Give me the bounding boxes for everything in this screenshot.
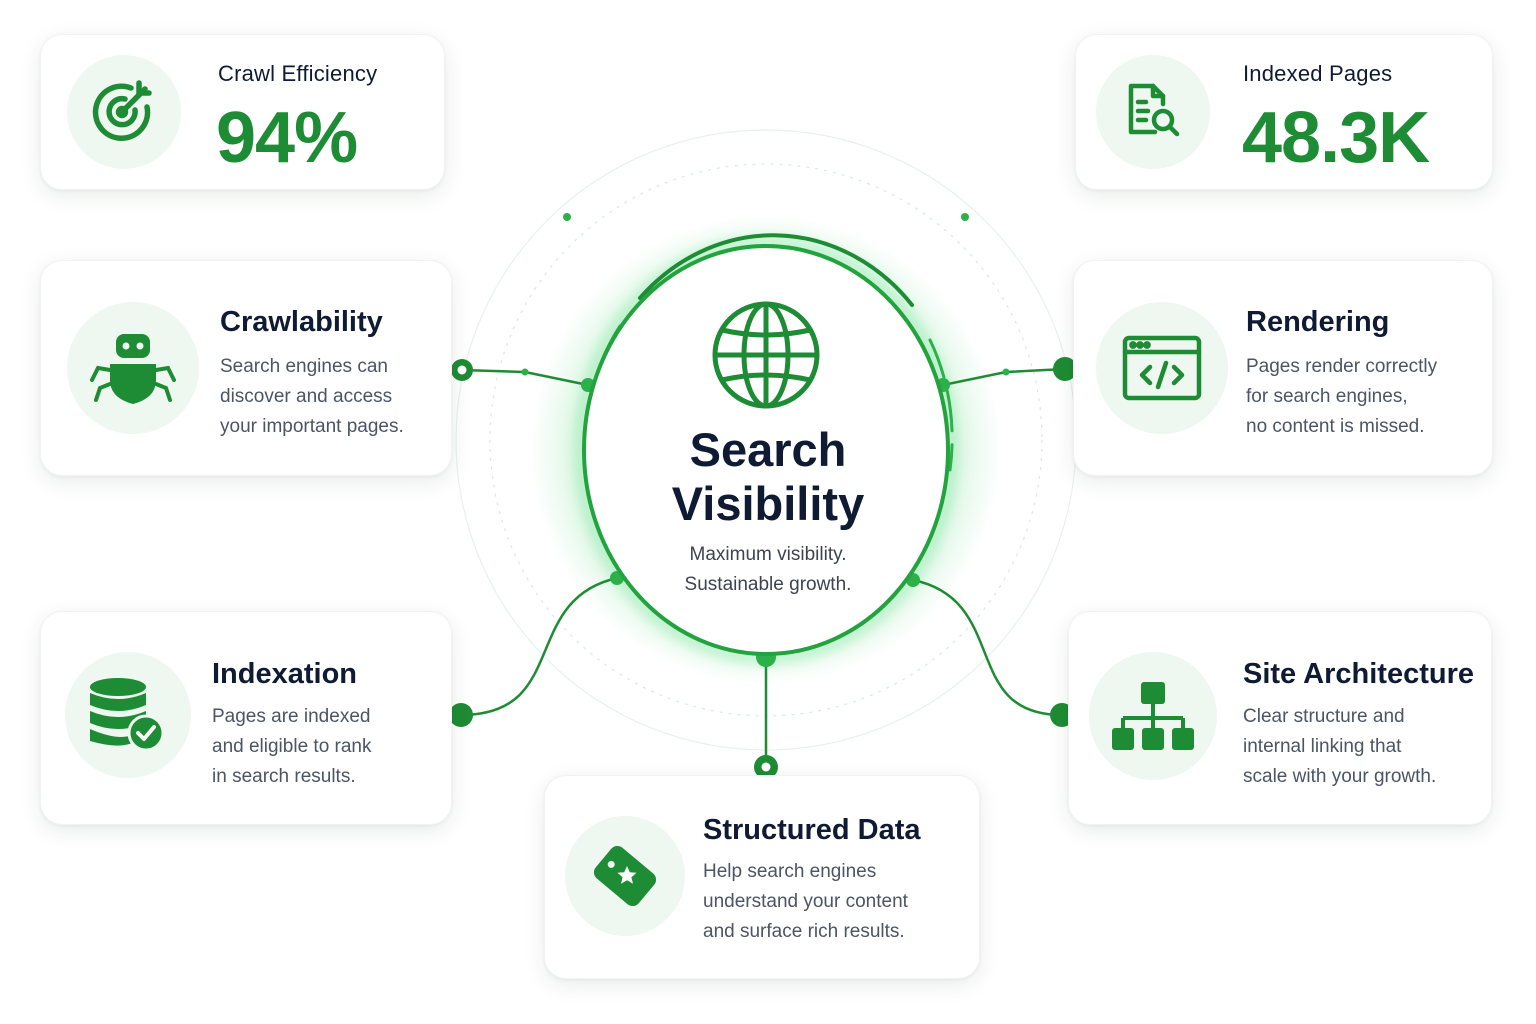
- desc-line: and eligible to rank: [212, 736, 372, 757]
- card-structured-data: Structured Data Help search engines unde…: [544, 775, 980, 979]
- stat-value-crawl-efficiency: 94%: [216, 98, 358, 178]
- stat-value-indexed-pages: 48.3K: [1242, 98, 1430, 178]
- node-rendering-mid: [1002, 368, 1010, 376]
- desc-line: internal linking that: [1243, 736, 1402, 757]
- card-title-indexation: Indexation: [212, 658, 358, 690]
- node-rendering-end: [1053, 357, 1077, 381]
- node-crawlability-end-inner: [457, 365, 467, 375]
- bug-crawler-icon-badge: [67, 302, 199, 434]
- hub-arc-right: [928, 338, 954, 472]
- desc-line: Search engines can: [220, 356, 388, 377]
- desc-line: no content is missed.: [1246, 416, 1425, 437]
- node-crawlability-mid: [521, 368, 529, 376]
- document-search-icon-badge: [1096, 55, 1210, 169]
- card-title-structured-data: Structured Data: [703, 814, 921, 846]
- bug-crawler-icon: [90, 334, 176, 404]
- desc-line: Pages render correctly: [1246, 356, 1438, 377]
- sitemap-icon: [1112, 682, 1194, 750]
- card-desc-indexation: Pages are indexed and eligible to rank i…: [212, 702, 372, 792]
- card-desc-crawlability: Search engines can discover and access y…: [220, 352, 404, 442]
- desc-line: in search results.: [212, 766, 356, 787]
- desc-line: for search engines,: [1246, 386, 1408, 407]
- orbit-dot: [563, 213, 571, 221]
- globe-icon: [712, 301, 820, 409]
- desc-line: your important pages.: [220, 416, 404, 437]
- database-check-icon-badge: [65, 652, 191, 778]
- card-title-crawlability: Crawlability: [220, 306, 383, 338]
- hub-circle: [582, 244, 950, 656]
- desc-line: Clear structure and: [1243, 706, 1405, 727]
- stat-card-indexed-pages: Indexed Pages 48.3K: [1075, 34, 1493, 190]
- sitemap-icon-badge: [1089, 652, 1217, 780]
- hub-title-line-2: Visibility: [671, 477, 865, 530]
- orbit-dot: [961, 213, 969, 221]
- card-title-site-architecture: Site Architecture: [1243, 658, 1474, 690]
- hub-title-line-1: Search: [689, 423, 847, 476]
- node-indexation-end: [449, 703, 473, 727]
- tag-star-icon: [593, 845, 657, 907]
- card-title-rendering: Rendering: [1246, 306, 1390, 338]
- code-window-icon: [1122, 335, 1202, 401]
- card-indexation: Indexation Pages are indexed and eligibl…: [40, 611, 452, 825]
- hub-subtitle-line-1: Maximum visibility.: [689, 544, 847, 565]
- code-window-icon-badge: [1096, 302, 1228, 434]
- desc-line: Pages are indexed: [212, 706, 371, 727]
- target-icon-badge: [67, 55, 181, 169]
- document-search-icon: [1128, 83, 1180, 137]
- card-site-architecture: Site Architecture Clear structure and in…: [1068, 611, 1492, 825]
- hub-subtitle-line-2: Sustainable growth.: [684, 574, 852, 595]
- database-check-icon: [90, 678, 165, 752]
- stat-card-crawl-efficiency: Crawl Efficiency 94%: [40, 34, 445, 190]
- connector-indexation: [460, 576, 618, 717]
- card-crawlability: Crawlability Search engines can discover…: [40, 260, 452, 476]
- card-desc-structured-data: Help search engines understand your cont…: [703, 857, 908, 947]
- desc-line: understand your content: [703, 891, 908, 912]
- node-structured-data-end-inner: [761, 762, 771, 772]
- hub-arc-top: [638, 233, 914, 307]
- stat-label-crawl-efficiency: Crawl Efficiency: [218, 61, 378, 86]
- desc-line: discover and access: [220, 386, 393, 407]
- tag-star-icon-badge: [565, 816, 685, 936]
- stat-label-indexed-pages: Indexed Pages: [1243, 61, 1393, 86]
- desc-line: Help search engines: [703, 861, 877, 882]
- card-desc-rendering: Pages render correctly for search engine…: [1246, 352, 1437, 442]
- target-icon: [92, 80, 152, 141]
- desc-line: and surface rich results.: [703, 921, 905, 942]
- connector-site-architecture: [912, 578, 1063, 717]
- card-desc-site-architecture: Clear structure and internal linking tha…: [1243, 702, 1436, 792]
- card-rendering: Rendering Pages render correctly for sea…: [1073, 260, 1493, 476]
- desc-line: scale with your growth.: [1243, 766, 1437, 787]
